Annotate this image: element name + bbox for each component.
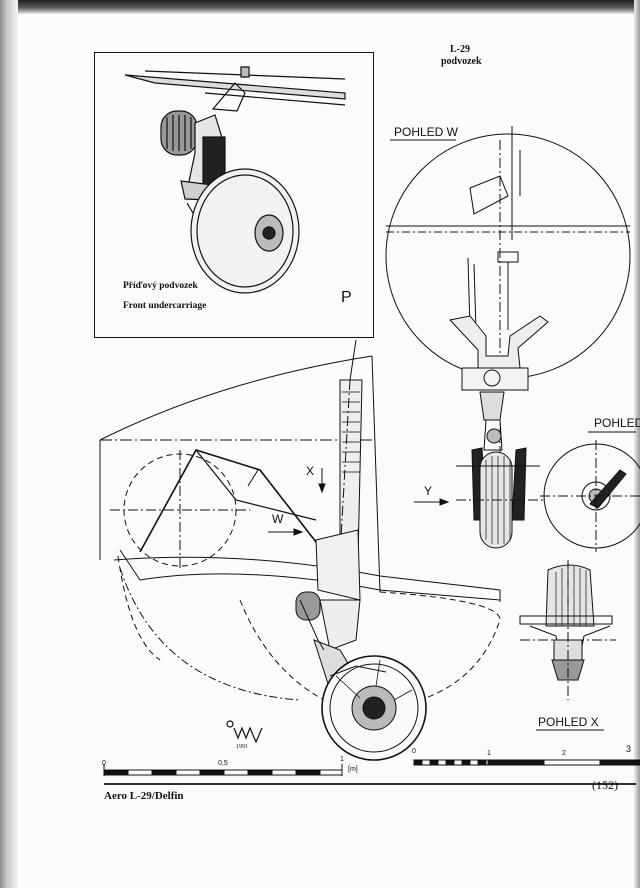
footer-title: Aero L-29/Delfin [104, 790, 184, 802]
scale-right-tick-3: 3 [626, 744, 632, 754]
view-w-drawing [385, 126, 631, 549]
arrow-w-label: W [272, 512, 284, 526]
scale-left-unit: [m] [348, 766, 358, 773]
scale-left-tick-2: 1 [340, 756, 344, 763]
view-w-title: POHLED W [394, 125, 459, 139]
type-code: L-29 [450, 44, 470, 55]
scale-bar-left [103, 764, 343, 776]
inset-letter: P [341, 289, 352, 306]
scan-edge-left [0, 0, 18, 888]
scale-bar-right [413, 759, 640, 766]
inset-caption-cz: Příďový podvozek [123, 281, 198, 291]
inset-caption-en: Front undercarriage [123, 301, 207, 311]
scale-right-tick-0: 0 [412, 748, 416, 755]
view-x-drawing [519, 560, 616, 731]
scale-right-tick-2: 2 [562, 750, 566, 757]
side-view-drawing [99, 339, 501, 761]
arrow-y-label: Y [424, 484, 433, 498]
scale-left-tick-1: 0,5 [218, 760, 228, 767]
scan-edge-right [634, 0, 640, 888]
view-y-title: POHLED Y [594, 416, 640, 430]
page-number: (152) [592, 778, 618, 792]
view-y-drawing [540, 431, 640, 552]
signature-year: 1991 [236, 744, 248, 750]
scale-left-tick-0: 0 [102, 760, 106, 767]
author-signature [226, 720, 263, 744]
type-subtitle: podvozek [441, 56, 482, 67]
scan-edge-top [0, 0, 640, 14]
arrow-x-label: X [306, 464, 315, 478]
front-undercarriage-inset: Příďový podvozek Front undercarriage P [94, 52, 374, 338]
scale-right-tick-1: 1 [487, 750, 491, 757]
view-x-title: POHLED X [538, 715, 599, 729]
inset-sketch [124, 66, 346, 294]
